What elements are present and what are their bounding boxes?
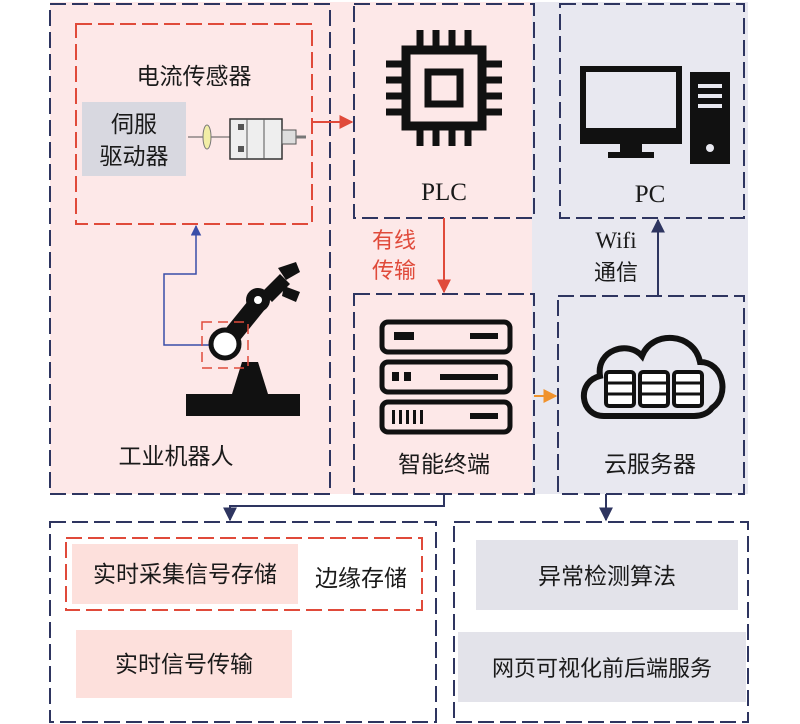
terminal-label: 智能终端: [398, 452, 490, 478]
cloud-box: [557, 295, 745, 495]
sensor-title: 电流传感器: [137, 64, 252, 90]
chip-icon: [386, 30, 502, 146]
current-sensor-icon: [188, 118, 306, 160]
wired-link-line2: 传输: [372, 259, 416, 284]
pc-box: [559, 3, 745, 219]
edge-storage-label: 边缘存储: [315, 566, 407, 592]
wired-link-line1: 有线: [372, 229, 416, 254]
sensor-box: [75, 23, 313, 225]
realtime-storage-label: 实时采集信号存储: [93, 562, 277, 588]
anomaly-detection-label: 异常检测算法: [538, 564, 676, 590]
web-service-box: [458, 632, 746, 702]
cloud-label: 云服务器: [604, 452, 696, 478]
robot-to-sensor-link: [163, 224, 212, 346]
server-rack-icon: [379, 319, 513, 435]
realtime-storage-box: [72, 544, 298, 604]
edge-group-box: [49, 521, 437, 723]
terminal-to-edge-arrow: [223, 494, 445, 522]
servo-driver-line1: 伺服: [111, 112, 157, 138]
signal-transmission-label: 实时信号传输: [115, 652, 253, 678]
pc-label: PC: [635, 181, 666, 208]
plc-label: PLC: [421, 179, 467, 206]
wifi-link-line2: 通信: [594, 261, 638, 286]
signal-transmission-box: [76, 630, 292, 698]
servo-driver-box: [82, 102, 186, 176]
cloud-database-icon: [581, 334, 726, 419]
computer-icon: [580, 66, 730, 164]
industrial-robot-icon: [186, 262, 300, 416]
anomaly-detection-box: [476, 540, 738, 610]
edge-storage-box: [65, 537, 423, 611]
wifi-link-line1: Wifi: [595, 228, 636, 253]
services-group-box: [453, 521, 749, 723]
servo-driver-line2: 驱动器: [100, 144, 169, 170]
robot-zone-box: [49, 3, 331, 495]
web-service-label: 网页可视化前后端服务: [492, 657, 712, 682]
industrial-robot-label: 工业机器人: [119, 444, 234, 470]
